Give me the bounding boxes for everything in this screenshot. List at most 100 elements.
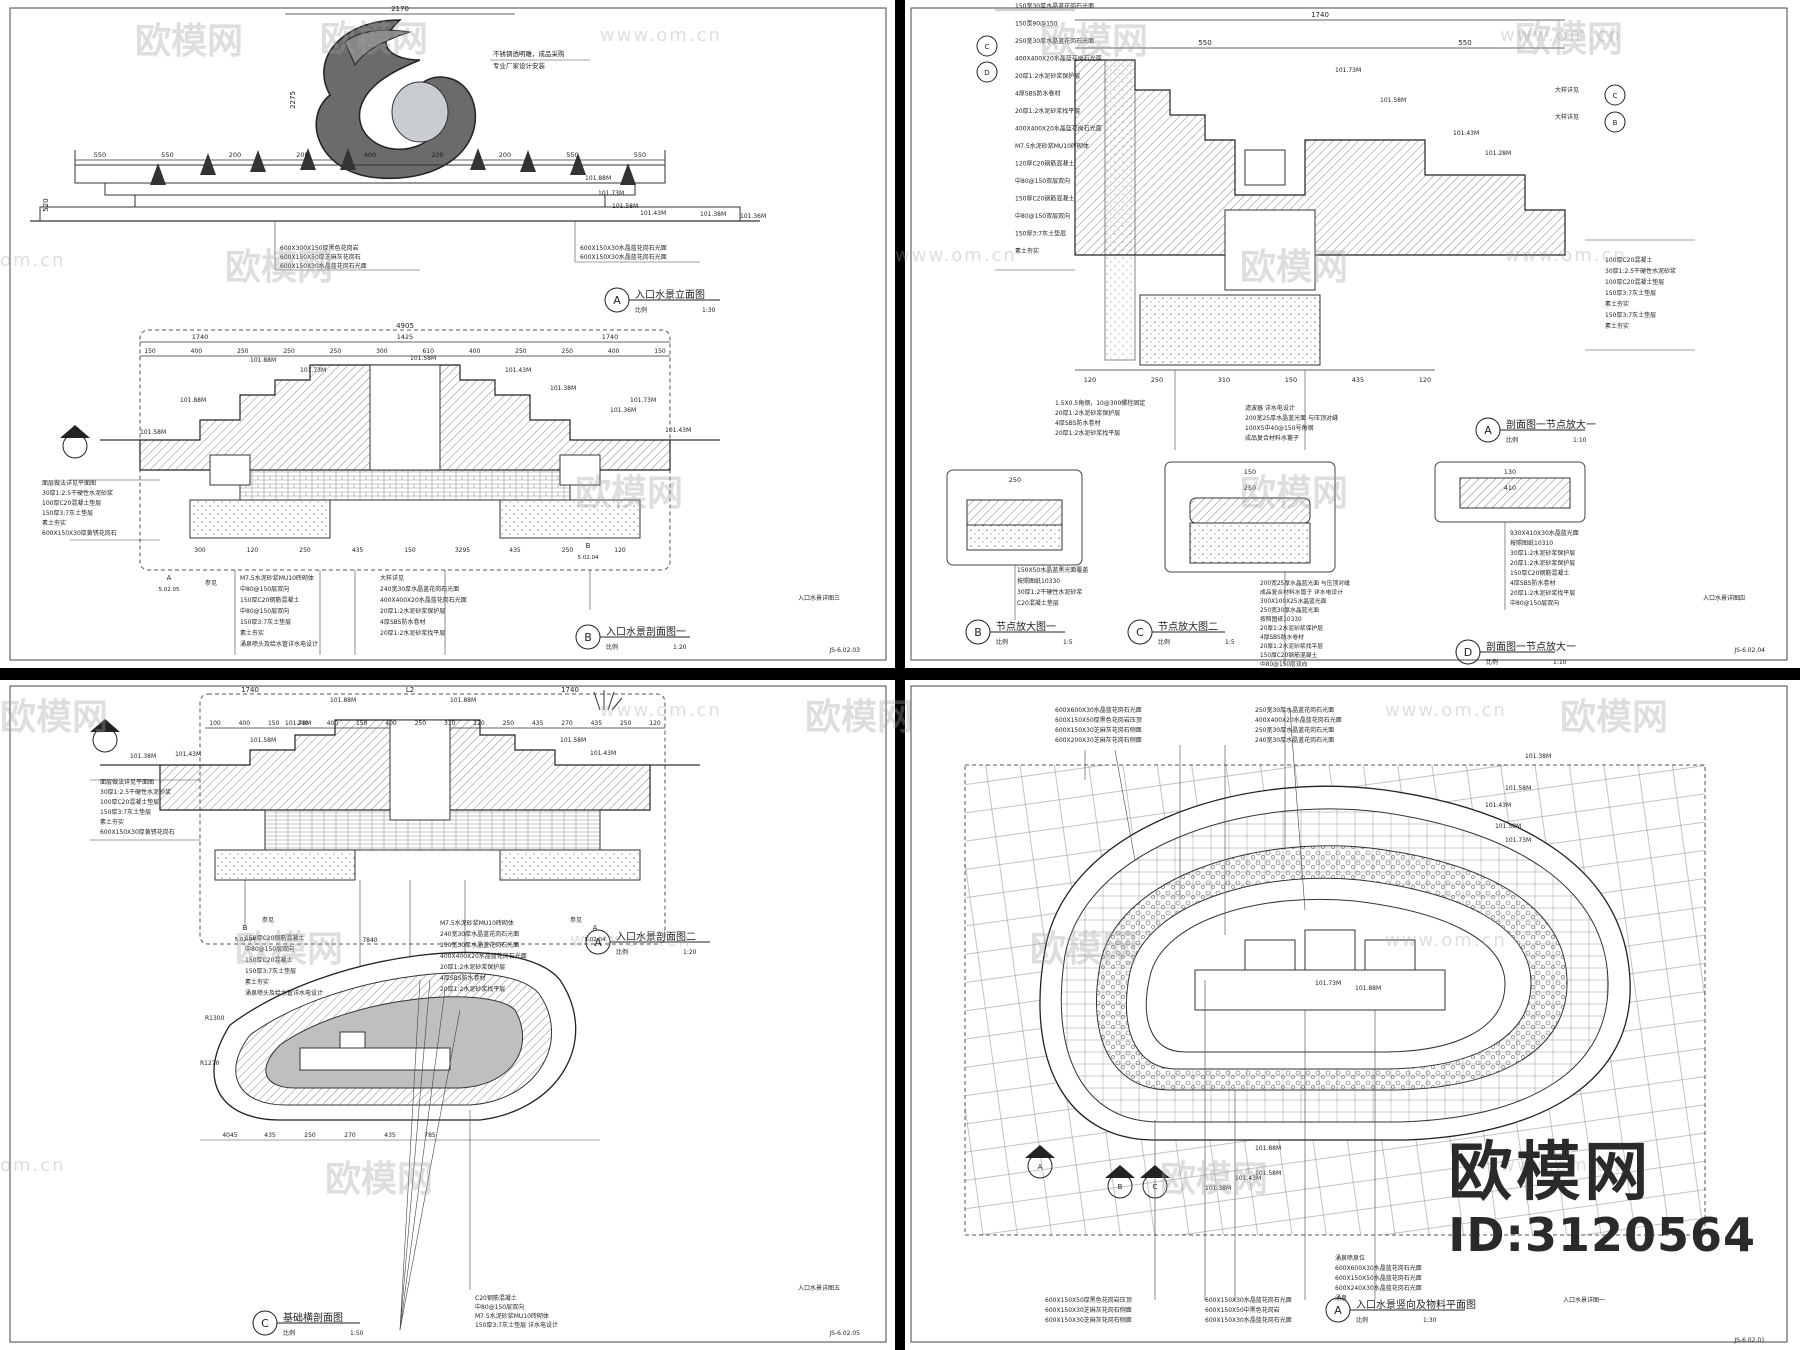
elevation-label: 101.43M xyxy=(1235,1175,1261,1182)
title-letter: B xyxy=(584,631,592,644)
brand-badge: 欧模网 ID:3120564 xyxy=(1448,1138,1756,1262)
dimension-label: 300 xyxy=(194,547,206,554)
scale-value: 1:10 xyxy=(1573,437,1587,444)
dimension-label: 200 xyxy=(296,151,308,159)
drawing-title: 节点放大图二 xyxy=(1158,620,1218,633)
elevation-label: 101.88M xyxy=(330,697,356,704)
title-letter: A xyxy=(1334,1304,1342,1317)
material-label: 素土夯实 xyxy=(42,519,66,527)
elevation-label: 101.38M xyxy=(550,385,576,392)
ref-sheet: 5.02.04 xyxy=(578,555,599,561)
dimension-label: 270 xyxy=(561,720,573,727)
material-label: 600X150X50厚黑色花岗岩压顶 xyxy=(1045,1296,1132,1304)
material-label: 20厚1:2水泥砂浆找平层 xyxy=(1260,642,1323,650)
material-label: 600X300X150厚黑色花岗岩 xyxy=(280,244,359,252)
dimension-label: 550 xyxy=(1198,39,1211,47)
sheet-frame xyxy=(910,685,1788,1343)
ref-letter: C xyxy=(985,43,990,51)
material-label: 120厚C20钢筋混凝土 xyxy=(1015,160,1074,168)
elevation-label: 101.73M xyxy=(300,367,326,374)
elevation-label: 101.36M xyxy=(610,407,636,414)
material-label: 中80@150层双向 xyxy=(1260,660,1308,668)
material-label: 素土夯实 xyxy=(1015,247,1039,255)
ref-note: 参见 xyxy=(570,916,582,924)
scale-label: 比例 xyxy=(1356,1316,1368,1324)
dimension-label: 1740 xyxy=(1311,11,1329,19)
dimension-label: 400 xyxy=(469,348,481,355)
dimension-label: 435 xyxy=(591,720,603,727)
sheet-number: JS-6.02.04 xyxy=(1733,647,1765,654)
material-label: 涌泉 xyxy=(1335,1294,1347,1302)
dimension-label: 550 xyxy=(634,151,646,159)
ref-note: 参见 xyxy=(205,579,217,587)
material-label: 250宽30厚水晶蓝花岗石光面 xyxy=(1255,726,1334,734)
dimension-label: 150 xyxy=(268,720,280,727)
dimension-label: L2 xyxy=(406,686,414,694)
dimension-label: 150 xyxy=(654,348,666,355)
ref-letter: B xyxy=(586,542,591,550)
material-label: 30厚1:2.5干硬性水泥砂浆 xyxy=(100,788,171,796)
dimension-label: 1740 xyxy=(602,333,619,341)
material-label: 600X150X30厚黄锈花岗石 xyxy=(100,828,175,836)
material-label: 按照图纸10330 xyxy=(1017,577,1060,585)
material-label: 600X150X30水晶蓝花岗石光面 xyxy=(1205,1296,1292,1304)
dimension-label: 400 xyxy=(239,720,251,727)
ref-letter: D xyxy=(984,69,989,77)
material-label: M7.5水泥砂浆MU10砖砌体 xyxy=(475,1312,549,1320)
material-label: 150宽90@150 xyxy=(1015,20,1058,28)
material-label: 20厚1:2水泥砂浆保护层 xyxy=(440,963,505,971)
dimension-label: 150 xyxy=(1244,468,1256,476)
title-letter: A xyxy=(613,294,621,307)
plant-icon xyxy=(593,690,623,711)
material-label: 400X400X20水晶蓝花岗石光面 xyxy=(1015,55,1102,63)
material-label: 大样详见 xyxy=(1555,86,1579,94)
dimension-label: 785 xyxy=(424,1132,436,1139)
dimension-label: 200 xyxy=(431,151,443,159)
dimension-label: 7840 xyxy=(362,937,377,944)
material-label: 成品复合材料水篦子 xyxy=(1245,434,1299,442)
ref-note: 参见 xyxy=(262,916,274,924)
material-label: 中80@150双层双向 xyxy=(1015,212,1070,220)
elevation-label: 101.88M xyxy=(180,397,206,404)
material-label: 中80@150层双向 xyxy=(240,585,289,593)
dimension-label: 250 xyxy=(1009,476,1021,484)
elevation-label: 101.73M xyxy=(285,720,311,727)
material-label: 中80@150层双向 xyxy=(475,1303,524,1311)
elevation-label: 101.73M xyxy=(598,190,624,197)
ref-letter: B xyxy=(1613,119,1618,127)
sculpture-note: 专业厂家设计安装 xyxy=(493,61,546,70)
dimension-label: 435 xyxy=(509,547,521,554)
material-label: 150厚3:7灰土垫层 xyxy=(240,618,291,626)
sheet-number: JS-6.02.03 xyxy=(828,647,860,654)
dimension-label: 3295 xyxy=(455,547,470,554)
drawing-title: 节点放大图一 xyxy=(996,620,1056,633)
foundation-plan-oval xyxy=(213,951,577,1121)
material-label: 150宽30厚水晶蓝花岗石光面 xyxy=(1015,2,1094,10)
material-label: 600X600X30水晶蓝花岗石光面 xyxy=(1335,1264,1422,1272)
material-label: 600X150X30芝麻灰花岗石侧面 xyxy=(1045,1306,1132,1314)
dimension-label: 150 xyxy=(1285,376,1297,384)
drawing-title: 入口水景剖面图二 xyxy=(616,930,696,943)
material-label: 600X150X50中黑色花岗岩 xyxy=(1205,1306,1280,1314)
scale-value: 1:30 xyxy=(1423,1317,1437,1324)
elevation-label: 101.58M xyxy=(1495,823,1521,830)
material-label: 250宽30厚水晶蓝花岗石光面 xyxy=(1255,706,1334,714)
sheet-number: JS-6.02.01 xyxy=(1733,1337,1765,1344)
material-label: 240宽30厚水晶蓝花岗石光面 xyxy=(440,930,519,938)
elevation-label: 101.43M xyxy=(1485,802,1511,809)
material-label: 100厚C20混凝土垫层 xyxy=(42,499,101,507)
material-label: 素土夯实 xyxy=(240,629,264,637)
material-label: 400X400X20水晶蓝花岗石光面 xyxy=(1015,125,1102,133)
dimension-label: 150 xyxy=(356,720,368,727)
material-label: 600X200X30芝麻灰花岗石侧面 xyxy=(1055,736,1142,744)
material-label: 150厚C20混凝土 xyxy=(245,956,292,964)
dimension-label: 2170 xyxy=(391,5,409,13)
dimension-label: R1270 xyxy=(200,1060,220,1067)
material-label: 150厚3:7灰土垫层 xyxy=(1605,289,1656,297)
material-label: 1.5X0.5角钢，10@300螺栓固定 xyxy=(1055,399,1145,407)
material-label: 150厚C20钢筋混凝土 xyxy=(245,934,304,942)
